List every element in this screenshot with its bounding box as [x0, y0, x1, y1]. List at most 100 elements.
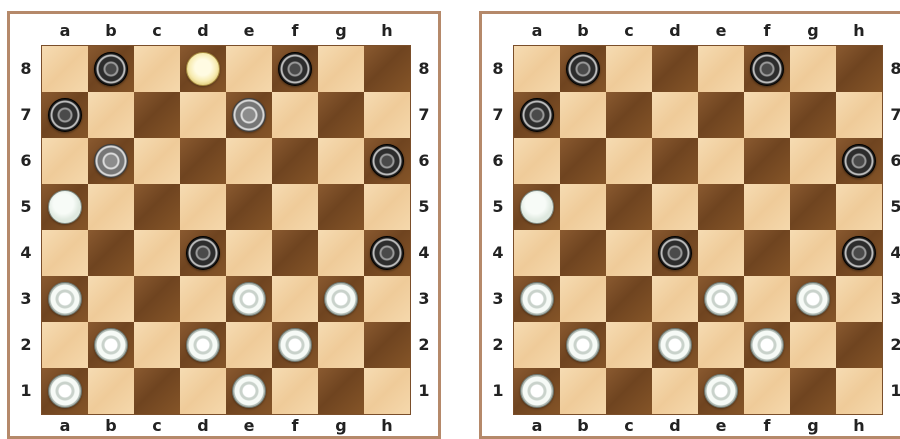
square-a3[interactable] [514, 276, 560, 322]
square-f8[interactable] [744, 46, 790, 92]
square-h6[interactable] [836, 138, 882, 184]
square-f8[interactable] [272, 46, 318, 92]
square-d7[interactable] [652, 92, 698, 138]
black-checker-d4[interactable] [658, 236, 692, 270]
square-a6[interactable] [42, 138, 88, 184]
black-checker-h4[interactable] [370, 236, 404, 270]
square-e5[interactable] [226, 184, 272, 230]
square-h2[interactable] [836, 322, 882, 368]
square-d8[interactable] [180, 46, 226, 92]
highlighted-checker-d8[interactable] [186, 52, 220, 86]
square-e4[interactable] [226, 230, 272, 276]
black-checker-a7[interactable] [520, 98, 554, 132]
white-checker-d2[interactable] [658, 328, 692, 362]
square-c1[interactable] [606, 368, 652, 414]
square-e8[interactable] [226, 46, 272, 92]
square-g5[interactable] [318, 184, 364, 230]
square-b4[interactable] [88, 230, 134, 276]
square-d5[interactable] [180, 184, 226, 230]
square-e1[interactable] [226, 368, 272, 414]
square-f4[interactable] [744, 230, 790, 276]
square-b2[interactable] [88, 322, 134, 368]
square-h1[interactable] [364, 368, 410, 414]
square-b8[interactable] [88, 46, 134, 92]
square-c8[interactable] [134, 46, 180, 92]
square-c6[interactable] [606, 138, 652, 184]
square-e2[interactable] [226, 322, 272, 368]
square-h3[interactable] [836, 276, 882, 322]
square-c4[interactable] [606, 230, 652, 276]
square-g1[interactable] [318, 368, 364, 414]
square-b1[interactable] [88, 368, 134, 414]
square-f6[interactable] [272, 138, 318, 184]
square-g2[interactable] [318, 322, 364, 368]
square-e1[interactable] [698, 368, 744, 414]
square-e7[interactable] [698, 92, 744, 138]
square-b4[interactable] [560, 230, 606, 276]
white-checker-e3[interactable] [704, 282, 738, 316]
square-b5[interactable] [88, 184, 134, 230]
square-f6[interactable] [744, 138, 790, 184]
square-f2[interactable] [272, 322, 318, 368]
square-a3[interactable] [42, 276, 88, 322]
square-d8[interactable] [652, 46, 698, 92]
square-e2[interactable] [698, 322, 744, 368]
square-a5[interactable] [514, 184, 560, 230]
square-g2[interactable] [790, 322, 836, 368]
square-h5[interactable] [364, 184, 410, 230]
square-c1[interactable] [134, 368, 180, 414]
square-h4[interactable] [836, 230, 882, 276]
square-h8[interactable] [364, 46, 410, 92]
square-a2[interactable] [42, 322, 88, 368]
square-a2[interactable] [514, 322, 560, 368]
square-h8[interactable] [836, 46, 882, 92]
square-d4[interactable] [180, 230, 226, 276]
white-checker-b2[interactable] [94, 328, 128, 362]
square-g7[interactable] [790, 92, 836, 138]
black-checker-b8[interactable] [566, 52, 600, 86]
white-checker-g3[interactable] [796, 282, 830, 316]
square-a4[interactable] [42, 230, 88, 276]
grey-checker-b6[interactable] [94, 144, 128, 178]
square-e3[interactable] [698, 276, 744, 322]
square-d3[interactable] [652, 276, 698, 322]
square-h3[interactable] [364, 276, 410, 322]
square-c3[interactable] [134, 276, 180, 322]
square-a1[interactable] [514, 368, 560, 414]
square-e3[interactable] [226, 276, 272, 322]
square-g6[interactable] [790, 138, 836, 184]
square-g7[interactable] [318, 92, 364, 138]
square-b7[interactable] [88, 92, 134, 138]
square-g3[interactable] [318, 276, 364, 322]
square-b5[interactable] [560, 184, 606, 230]
square-f3[interactable] [744, 276, 790, 322]
square-b2[interactable] [560, 322, 606, 368]
square-h2[interactable] [364, 322, 410, 368]
square-f1[interactable] [744, 368, 790, 414]
square-f3[interactable] [272, 276, 318, 322]
square-c5[interactable] [606, 184, 652, 230]
black-checker-d4[interactable] [186, 236, 220, 270]
black-checker-f8[interactable] [750, 52, 784, 86]
square-h4[interactable] [364, 230, 410, 276]
white-checker-plain-a5[interactable] [48, 190, 82, 224]
square-g8[interactable] [790, 46, 836, 92]
square-d2[interactable] [180, 322, 226, 368]
square-f5[interactable] [272, 184, 318, 230]
square-f4[interactable] [272, 230, 318, 276]
white-checker-f2[interactable] [278, 328, 312, 362]
square-d1[interactable] [180, 368, 226, 414]
square-c3[interactable] [606, 276, 652, 322]
square-b3[interactable] [560, 276, 606, 322]
square-e4[interactable] [698, 230, 744, 276]
square-b6[interactable] [560, 138, 606, 184]
square-f1[interactable] [272, 368, 318, 414]
square-f7[interactable] [744, 92, 790, 138]
square-d6[interactable] [652, 138, 698, 184]
square-b3[interactable] [88, 276, 134, 322]
square-e6[interactable] [698, 138, 744, 184]
square-e7[interactable] [226, 92, 272, 138]
square-e8[interactable] [698, 46, 744, 92]
square-a5[interactable] [42, 184, 88, 230]
square-c5[interactable] [134, 184, 180, 230]
